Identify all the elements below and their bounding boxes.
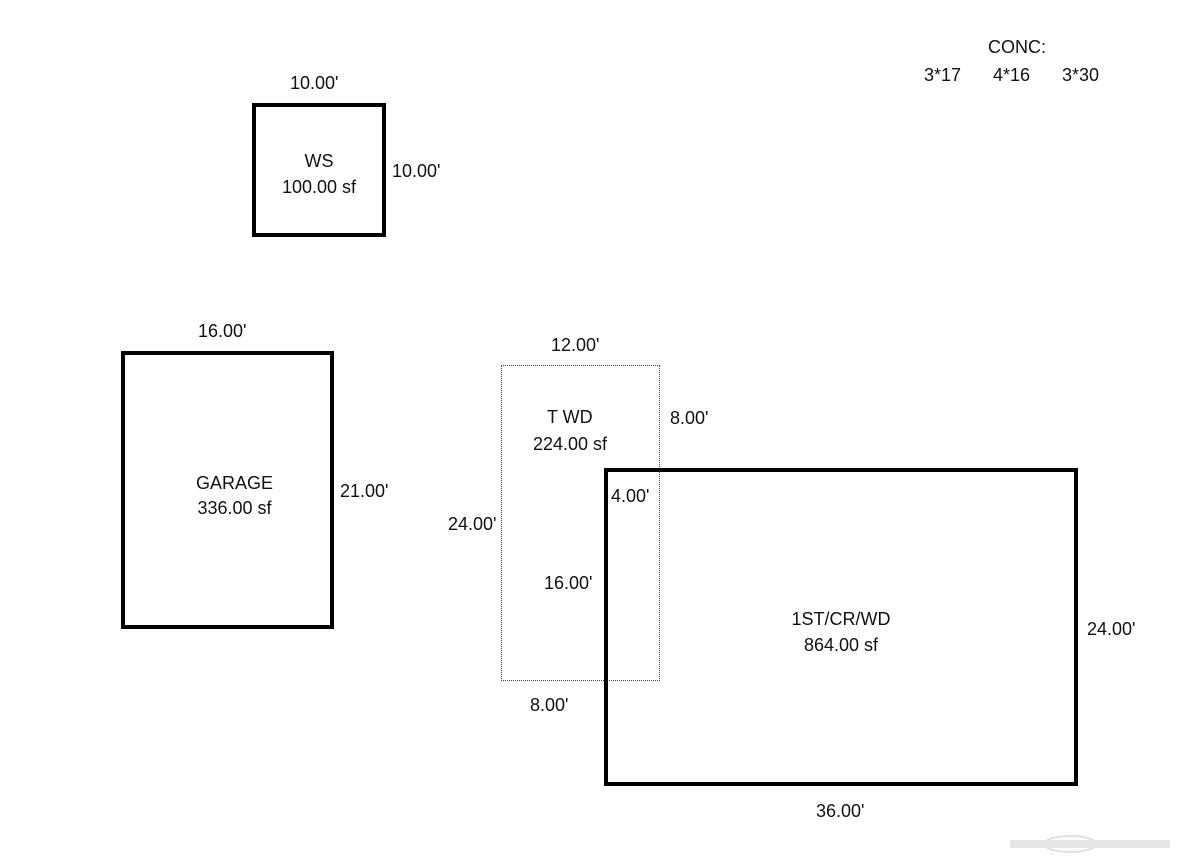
main-area-name: 1ST/CR/WD xyxy=(791,609,891,629)
twd-right-upper-dimension: 8.00' xyxy=(670,408,709,428)
ws-area-name: WS xyxy=(304,151,334,171)
conc-label: CONC: xyxy=(988,37,1046,57)
garage-right-dimension: 21.00' xyxy=(340,481,389,501)
twd-top-dimension: 12.00' xyxy=(551,335,600,355)
main-area-size: 864.00 sf xyxy=(803,635,879,655)
twd-area-size: 224.00 sf xyxy=(533,434,608,454)
garage-area-box xyxy=(121,351,334,629)
main-right-dimension: 24.00' xyxy=(1087,619,1136,639)
garage-top-dimension: 16.00' xyxy=(198,321,247,341)
garage-area-size: 336.00 sf xyxy=(197,498,272,518)
main-bottom-dimension: 36.00' xyxy=(816,801,865,821)
conc-item-1: 3*17 xyxy=(924,65,962,85)
twd-area-outline xyxy=(501,365,660,681)
twd-bottom-dimension: 8.00' xyxy=(530,695,569,715)
ws-top-dimension: 10.00' xyxy=(290,73,339,93)
main-area-box xyxy=(604,468,1078,786)
ws-right-dimension: 10.00' xyxy=(392,161,441,181)
ws-area-box xyxy=(252,103,386,237)
ws-area-size: 100.00 sf xyxy=(281,177,357,197)
twd-inner-upper-dimension: 4.00' xyxy=(611,486,650,506)
watermark-logo xyxy=(1010,835,1170,853)
conc-item-3: 3*30 xyxy=(1062,65,1100,85)
twd-left-dimension: 24.00' xyxy=(448,514,497,534)
twd-area-name: T WD xyxy=(547,407,593,427)
conc-item-2: 4*16 xyxy=(993,65,1031,85)
garage-area-name: GARAGE xyxy=(195,473,274,493)
twd-inner-lower-dimension: 16.00' xyxy=(544,573,593,593)
